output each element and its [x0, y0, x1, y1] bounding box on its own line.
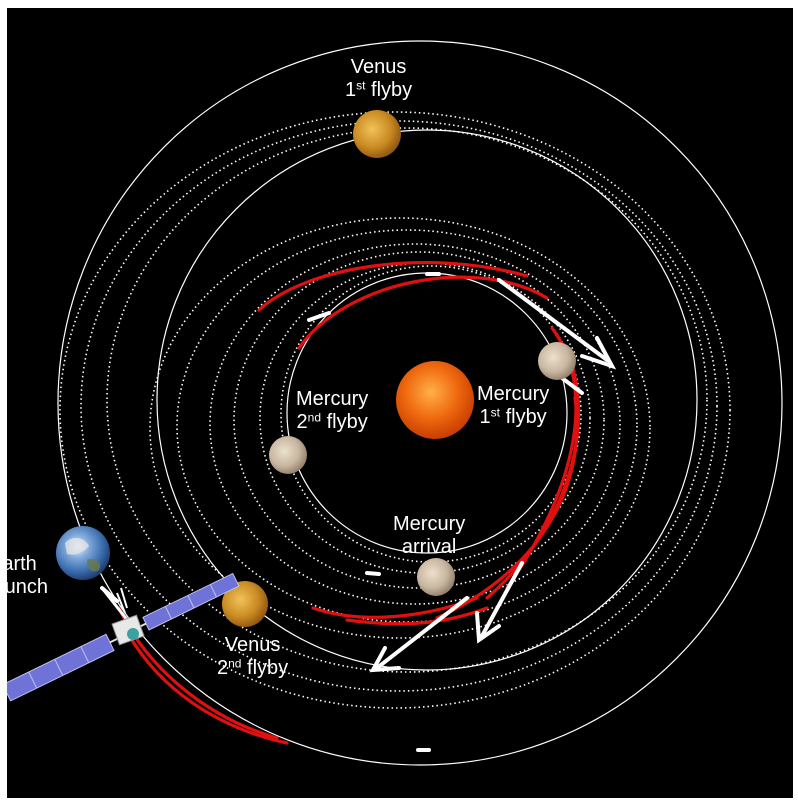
- label-mercury-arrival-word: arrival: [401, 536, 457, 558]
- label-venus-2nd-flyby: Venus 2nd flyby: [217, 634, 288, 680]
- label-venus-2nd-word: flyby: [247, 657, 289, 679]
- venus-1st-flyby: [353, 110, 401, 158]
- label-mercury-2nd-word: flyby: [326, 411, 368, 433]
- label-venus-2nd-name: Venus: [224, 634, 281, 656]
- label-mercury-arrival: Mercury arrival: [393, 513, 465, 559]
- direction-arrows: [100, 272, 617, 752]
- label-mercury-2nd-flyby: Mercury 2nd flyby: [296, 388, 368, 434]
- orbit-diagram: [7, 40, 783, 766]
- sun: [396, 361, 474, 439]
- label-mercury-2nd-ordinal: 2: [296, 411, 308, 433]
- mercury-1st-flyby: [538, 342, 576, 380]
- label-mercury-1st-ordinal: 1: [479, 406, 491, 428]
- spacecraft: [7, 572, 240, 702]
- label-venus-1st-word: flyby: [371, 79, 413, 101]
- label-venus-2nd-suffix: nd: [228, 656, 242, 671]
- label-mercury-2nd-name: Mercury: [296, 388, 369, 410]
- label-venus-2nd-ordinal: 2: [217, 657, 229, 679]
- label-mercury-arrival-name: Mercury: [393, 513, 466, 535]
- label-venus-1st-flyby: Venus 1st flyby: [345, 56, 412, 102]
- solar-panel-left: [7, 633, 120, 702]
- label-venus-1st-suffix: st: [356, 78, 366, 93]
- venus-orbit: [156, 129, 698, 671]
- label-mercury-1st-flyby: Mercury 1st flyby: [477, 383, 549, 429]
- label-venus-1st-ordinal: 1: [345, 79, 357, 101]
- label-earth-name: Earth: [7, 553, 37, 575]
- label-venus-1st-name: Venus: [350, 56, 407, 78]
- label-launch-word: launch: [7, 576, 48, 598]
- dotted-trajectories: [59, 111, 731, 709]
- label-earth-launch: Earth launch: [7, 553, 48, 599]
- earth: [56, 526, 110, 580]
- red-trajectories: [117, 260, 580, 745]
- diagram-frame: Venus 1st flyby Mercury 1st flyby Mercur…: [7, 8, 793, 798]
- label-mercury-1st-word: flyby: [505, 406, 547, 428]
- label-mercury-1st-suffix: st: [490, 405, 500, 420]
- mercury-arrival: [417, 558, 455, 596]
- earth-orbit: [57, 40, 783, 766]
- label-mercury-2nd-suffix: nd: [307, 410, 322, 425]
- mercury-2nd-flyby: [269, 436, 307, 474]
- venus-2nd-flyby: [222, 581, 268, 627]
- label-mercury-1st-name: Mercury: [477, 383, 550, 405]
